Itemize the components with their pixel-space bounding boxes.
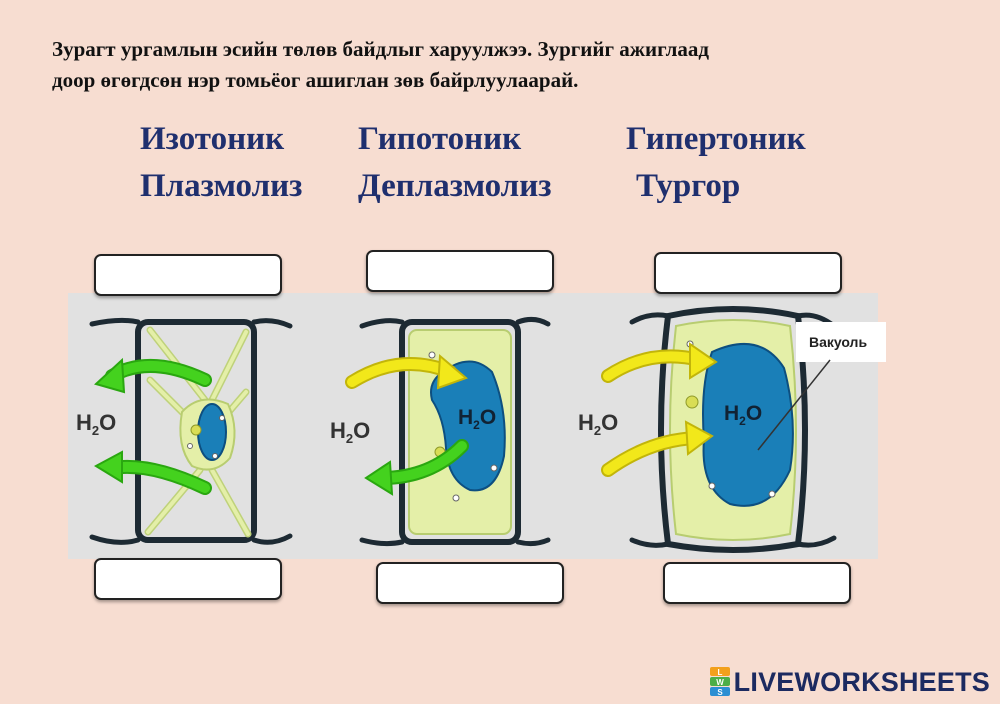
- cell-deplasmolysing: H2O H2O: [330, 316, 551, 547]
- water-label: H2O: [578, 410, 618, 438]
- arrow-in-icon: [436, 353, 468, 390]
- svg-text:S: S: [717, 688, 723, 697]
- instruction-line-2: доор өгөгдсөн нэр томьёог ашиглан зөв ба…: [52, 68, 579, 92]
- footer-brand: L W S LIVEWORKSHEETS: [709, 666, 990, 698]
- brand-text: LIVEWORKSHEETS: [733, 666, 990, 697]
- arrow-in-icon: [684, 420, 714, 456]
- instruction-line-1: Зурагт ургамлын эсийн төлөв байдлыг хару…: [52, 37, 709, 61]
- term-deplasmolysis[interactable]: Деплазмолиз: [358, 168, 552, 204]
- term-isotonic[interactable]: Изотоник: [140, 121, 285, 157]
- svg-text:L: L: [717, 668, 722, 677]
- term-hypertonic[interactable]: Гипертоник: [626, 121, 806, 157]
- answer-slot-bottom-3[interactable]: [663, 562, 851, 604]
- term-turgor[interactable]: Тургор: [636, 168, 741, 204]
- cell-turgid: H2O H2O Вакуоль: [578, 306, 886, 553]
- instruction-text: Зурагт ургамлын эсийн төлөв байдлыг хару…: [52, 34, 952, 96]
- arrow-out-icon: [93, 450, 123, 484]
- water-label: H2O: [330, 418, 370, 446]
- vacuole-pointer: [757, 359, 831, 451]
- vacuole-label: Вакуоль: [809, 334, 867, 350]
- arrow-out-icon: [364, 460, 394, 496]
- term-plasmolysis[interactable]: Плазмолиз: [140, 168, 303, 204]
- water-label: H2O: [458, 406, 496, 432]
- water-label: H2O: [76, 410, 116, 438]
- arrow-in-icon: [689, 342, 718, 380]
- svg-text:W: W: [716, 678, 724, 687]
- answer-slot-top-1[interactable]: [94, 254, 282, 296]
- answer-slot-top-2[interactable]: [366, 250, 554, 292]
- cell-plasmolysed: H2O: [76, 317, 293, 545]
- answer-slot-bottom-2[interactable]: [376, 562, 564, 604]
- term-hypotonic[interactable]: Гипотоник: [358, 121, 522, 157]
- arrow-out-icon: [94, 357, 126, 394]
- vacuole-label-box: [796, 322, 886, 362]
- answer-slot-top-3[interactable]: [654, 252, 842, 294]
- liveworksheets-logo-icon: L W S: [709, 667, 730, 697]
- water-label: H2O: [724, 402, 762, 428]
- answer-slot-bottom-1[interactable]: [94, 558, 282, 600]
